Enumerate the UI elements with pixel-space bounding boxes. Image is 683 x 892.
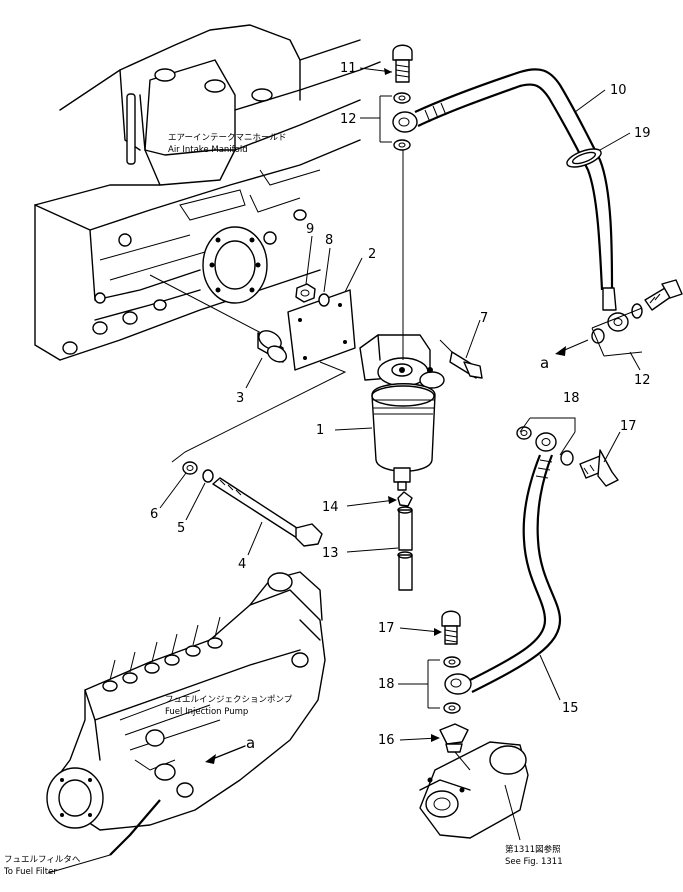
see-fig-caption-jp: 第1311図参照 (505, 844, 561, 855)
callout-11: 11 (340, 61, 357, 76)
air-intake-caption-en: Air Intake Manifold (168, 145, 248, 155)
leader-lines (159, 67, 643, 742)
injection-pump-drawing: フュエルインジェクションポンプ Fuel Injection Pump (46, 571, 326, 874)
fuel-filter-caption-en: To Fuel Filter (3, 867, 57, 877)
bracket-plate-drawing (287, 289, 356, 371)
callout-13: 13 (322, 546, 339, 561)
connection-mark-a-left: a (246, 734, 255, 752)
callout-6: 6 (150, 507, 158, 522)
see-fig-caption-en: See Fig. 1311 (505, 857, 563, 867)
callout-10: 10 (610, 83, 627, 98)
callout-19: 19 (634, 126, 651, 141)
callout-5: 5 (177, 521, 185, 536)
fuel-pipe-10-drawing (392, 44, 683, 344)
callout-18-bottom: 18 (378, 677, 395, 692)
callout-17-bottom: 17 (378, 621, 395, 636)
callout-12-top: 12 (340, 112, 357, 127)
injection-pump-caption-en: Fuel Injection Pump (165, 707, 248, 717)
callout-17-top: 17 (620, 419, 637, 434)
fuel-pipe-15-drawing (419, 426, 619, 841)
callout-1: 1 (316, 423, 324, 438)
callout-16: 16 (378, 733, 395, 748)
callout-2: 2 (368, 247, 376, 262)
callout-4: 4 (238, 557, 246, 572)
callout-3: 3 (236, 391, 244, 406)
callout-7: 7 (480, 311, 488, 326)
callout-9: 9 (306, 222, 314, 237)
connection-mark-a-right: a (540, 354, 549, 372)
callout-labels: 11 12 10 19 9 8 2 7 a 12 3 1 18 17 6 5 1… (150, 61, 651, 752)
fuel-filter-caption-jp: フュエルフィルタへ (4, 855, 81, 865)
injection-pump-caption-jp: フュエルインジェクションポンプ (165, 695, 293, 705)
callout-8: 8 (325, 233, 333, 248)
engine-block-drawing: エアーインテークマニホールド Air Intake Manifold (34, 24, 381, 361)
callout-15: 15 (562, 701, 579, 716)
callout-18-top: 18 (563, 391, 580, 406)
callout-12-right: 12 (634, 373, 651, 388)
callout-14: 14 (322, 500, 339, 515)
air-intake-caption-jp: エアーインテークマニホールド (168, 133, 287, 143)
fuel-filter-assembly (171, 148, 483, 591)
